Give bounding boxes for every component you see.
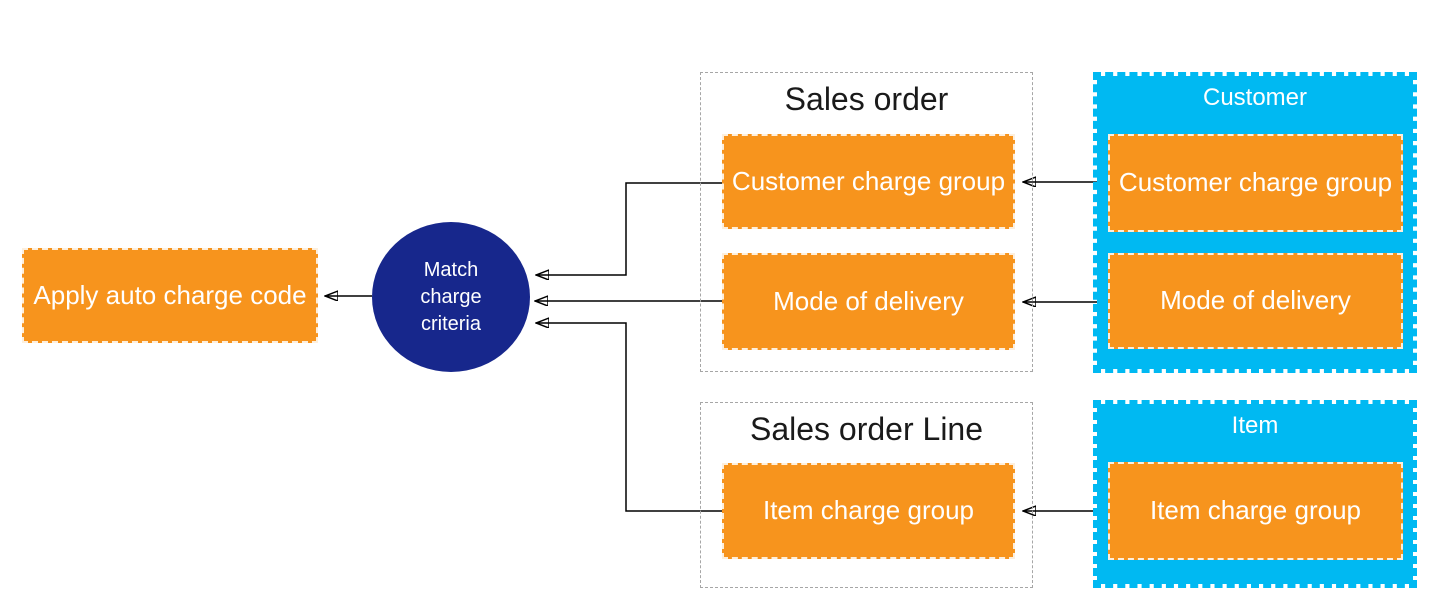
customer-customer-charge-group-label: Customer charge group	[1118, 167, 1393, 198]
item-item-charge-group-box: Item charge group	[1108, 462, 1403, 560]
match-charge-criteria-circle: Match charge criteria	[372, 222, 530, 372]
apply-auto-charge-code-label: Apply auto charge code	[33, 279, 307, 310]
edge-sol-icg-to-match	[536, 323, 722, 512]
customer-customer-charge-group-box: Customer charge group	[1108, 134, 1403, 232]
edge-so-ccg-to-match	[536, 182, 722, 275]
customer-frame: Customer Customer charge group Mode of d…	[1093, 72, 1417, 373]
sales-order-line-item-charge-group-label: Item charge group	[762, 495, 974, 526]
sales-order-line-item-charge-group-box: Item charge group	[722, 463, 1015, 559]
match-charge-criteria-label: Match charge criteria	[420, 258, 482, 335]
apply-auto-charge-code-box: Apply auto charge code	[22, 248, 318, 343]
sales-order-line-frame: Sales order Line Item charge group	[700, 402, 1033, 588]
sales-order-customer-charge-group-label: Customer charge group	[731, 165, 1006, 196]
item-frame: Item Item charge group	[1093, 400, 1417, 588]
sales-order-title: Sales order	[784, 81, 949, 117]
sales-order-mode-of-delivery-box: Mode of delivery	[722, 253, 1015, 350]
item-item-charge-group-label: Item charge group	[1149, 495, 1361, 526]
customer-mode-of-delivery-label: Mode of delivery	[1160, 285, 1351, 316]
sales-order-customer-charge-group-box: Customer charge group	[722, 134, 1015, 229]
customer-mode-of-delivery-box: Mode of delivery	[1108, 253, 1403, 349]
customer-title: Customer	[1202, 84, 1308, 111]
sales-order-mode-of-delivery-label: Mode of delivery	[773, 285, 964, 316]
sales-order-frame: Sales order Customer charge group Mode o…	[700, 72, 1033, 372]
sales-order-line-title: Sales order Line	[749, 411, 984, 447]
item-title: Item	[1231, 412, 1279, 439]
